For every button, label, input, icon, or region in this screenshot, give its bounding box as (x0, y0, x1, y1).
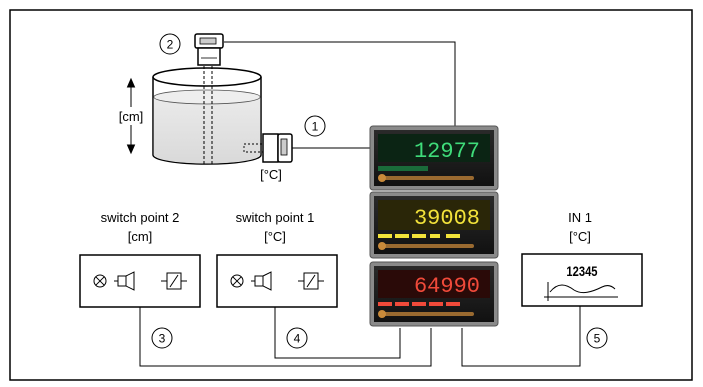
svg-text:5: 5 (594, 332, 601, 346)
callout-5: 5 (587, 328, 607, 348)
display-bottom-value: 64990 (414, 274, 480, 299)
in1-title: IN 1 (568, 210, 592, 225)
svg-text:4: 4 (294, 332, 301, 346)
level-unit-label: [cm] (119, 109, 144, 124)
switch-point-2-title: switch point 2 (101, 210, 180, 225)
tank (153, 66, 264, 165)
display-middle: 39008 (370, 192, 498, 258)
display-bottom: 64990 (370, 262, 498, 326)
temperature-sensor-icon (263, 134, 292, 162)
outer-frame (10, 10, 692, 380)
switch-point-1-unit: [°C] (264, 229, 286, 244)
display-middle-value: 39008 (414, 206, 480, 231)
svg-text:1: 1 (312, 120, 319, 134)
in1-recorder-box (522, 254, 642, 306)
recorder-value: 12345 (566, 264, 597, 279)
liquid-surface (154, 90, 260, 104)
switch-point-2-unit: [cm] (128, 229, 153, 244)
callout-2: 2 (160, 34, 180, 54)
svg-text:2: 2 (167, 38, 174, 52)
display-unit-stack: 12977 39008 64990 (370, 126, 498, 326)
display-top-value: 12977 (414, 139, 480, 164)
temp-unit-label: [°C] (260, 167, 282, 182)
switch-point-1-title: switch point 1 (236, 210, 315, 225)
in1-unit: [°C] (569, 229, 591, 244)
callout-3: 3 (152, 328, 172, 348)
display-top: 12977 (370, 126, 498, 190)
level-sensor-icon (195, 34, 223, 65)
svg-text:3: 3 (159, 332, 166, 346)
callout-1: 1 (305, 116, 325, 136)
callout-4: 4 (287, 328, 307, 348)
